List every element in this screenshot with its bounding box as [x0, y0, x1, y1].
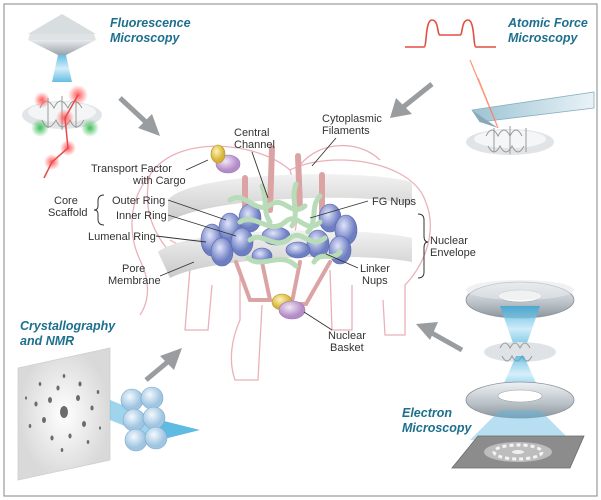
transport-factor-icon	[210, 144, 226, 164]
em-bottom-lens-icon	[465, 381, 575, 419]
crystallography-title-line2: and NMR	[20, 334, 74, 348]
diffraction-pattern-icon	[17, 347, 111, 481]
core-scaffold	[200, 203, 358, 267]
em-electron-beam	[500, 306, 540, 352]
fluorescence-lens-icon	[28, 14, 96, 82]
arrow-fluorescence	[118, 96, 160, 136]
label-linker-nups-line2: Nups	[362, 275, 388, 287]
crystallography-panel: Crystallography and NMR	[17, 319, 200, 481]
label-transport-factor-line2: with Cargo	[132, 175, 186, 187]
fg-nups-strands	[227, 181, 343, 269]
label-pore-membrane-line2: Membrane	[108, 275, 161, 287]
arrow-crystallography	[144, 348, 182, 382]
npc-labels: Central Channel Cytoplasmic Filaments Tr…	[48, 113, 476, 354]
em-title-line2: Microscopy	[402, 421, 473, 435]
label-nuclear-basket-line2: Basket	[330, 342, 364, 354]
crystallography-title-line1: Crystallography	[20, 319, 116, 333]
label-linker-nups-line1: Linker	[360, 263, 390, 275]
label-inner-ring: Inner Ring	[116, 210, 167, 222]
label-lumenal-ring: Lumenal Ring	[88, 231, 156, 243]
em-title-line1: Electron	[402, 406, 452, 420]
fluorescence-title-line1: Fluorescence	[110, 16, 191, 30]
label-fg-nups: FG Nups	[372, 196, 417, 208]
arrow-afm	[390, 82, 434, 118]
afm-panel: Atomic Force Microscopy	[405, 16, 595, 155]
cytoplasmic-filaments	[242, 145, 325, 215]
label-core-scaffold-line2: Scaffold	[48, 207, 88, 219]
crystal-lattice-icon	[120, 386, 168, 452]
label-core-scaffold-line1: Core	[54, 195, 78, 207]
afm-title-line1: Atomic Force	[507, 16, 588, 30]
label-nuclear-envelope-line2: Envelope	[430, 247, 476, 259]
electron-microscopy-panel: Electron Microscopy	[402, 280, 585, 469]
label-central-channel-line1: Central	[234, 127, 269, 139]
afm-sample-icon	[466, 126, 554, 155]
nuclear-pore-complex	[158, 144, 412, 320]
em-top-lens-icon	[465, 280, 575, 319]
afm-title-line2: Microscopy	[508, 31, 579, 45]
label-nuclear-envelope-line1: Nuclear	[430, 235, 468, 247]
outer-membrane	[168, 174, 412, 222]
label-outer-ring: Outer Ring	[112, 195, 165, 207]
basket-cargo	[278, 300, 306, 320]
label-transport-factor-line1: Transport Factor	[91, 163, 172, 175]
fluorescent-labels-icon	[22, 85, 102, 179]
afm-cantilever-icon	[469, 59, 595, 129]
label-nuclear-basket-line1: Nuclear	[328, 330, 366, 342]
fluorescence-microscopy-panel: Fluorescence Microscopy	[22, 14, 191, 179]
em-detector-image-icon	[451, 435, 585, 469]
label-pore-membrane-line1: Pore	[122, 263, 145, 275]
label-cytoplasmic-filaments-line2: Filaments	[322, 125, 370, 137]
arrow-em	[416, 322, 464, 353]
fluorescence-title-line2: Microscopy	[110, 31, 181, 45]
label-cytoplasmic-filaments-line1: Cytoplasmic	[322, 113, 382, 125]
afm-force-trace-icon	[405, 19, 496, 48]
label-central-channel-line2: Channel	[234, 139, 275, 151]
